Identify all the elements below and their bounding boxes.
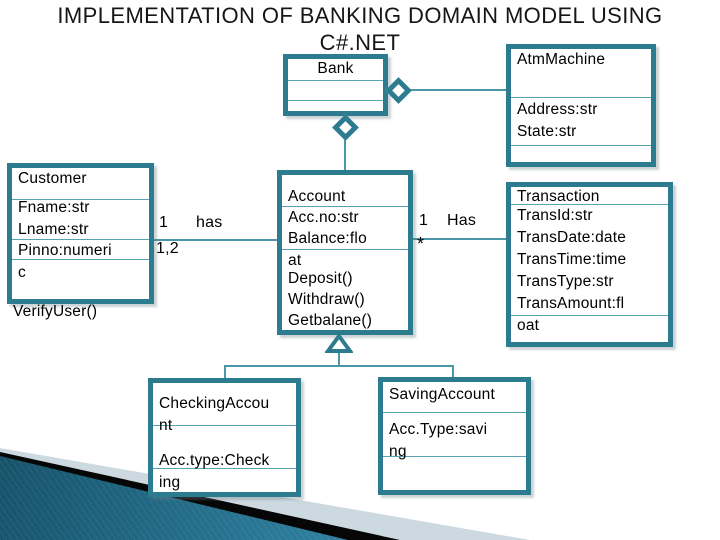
attribute-line: Balance:flo (288, 230, 367, 247)
compartment-divider (12, 199, 149, 200)
class-name-checkingaccount-line1: CheckingAccou (159, 395, 270, 412)
class-name-transaction: Transaction (517, 188, 600, 205)
attribute-line: TransType:str (517, 273, 614, 290)
connector-bank-account (344, 140, 346, 170)
attribute-line: c (18, 264, 26, 281)
attribute-line: TransId:str (517, 207, 593, 224)
association-label-Has: Has (447, 212, 477, 229)
attribute-line: oat (517, 317, 540, 334)
compartment-divider (288, 80, 383, 81)
attribute-line: Pinno:numeri (18, 242, 112, 259)
compartment-divider (282, 206, 408, 207)
class-box-transaction: Transaction TransId:str TransDate:date T… (506, 182, 673, 347)
attribute-line: Acc.no:str (288, 209, 359, 226)
compartment-divider (12, 239, 149, 240)
compartment-divider (511, 204, 668, 205)
class-box-atmmachine: AtmMachine Address:str State:str (506, 44, 656, 167)
attribute-line: Lname:str (18, 221, 89, 238)
connector-customer-account (154, 239, 277, 241)
compartment-divider (288, 100, 383, 101)
association-label-has: has (196, 214, 223, 231)
method-line: Getbalane() (288, 312, 373, 329)
class-name-customer: Customer (18, 170, 87, 187)
multiplicity-customer-side-top: 1 (159, 214, 169, 231)
aggregation-diamond-bank-account (332, 114, 359, 141)
class-name-atmmachine: AtmMachine (517, 51, 606, 68)
inheritance-triangle-icon (325, 333, 353, 353)
compartment-divider (511, 97, 651, 98)
attribute-line: Address:str (517, 101, 598, 118)
decorative-gray-wedge (0, 448, 530, 540)
attribute-line: TransDate:date (517, 229, 627, 246)
multiplicity-account-side-bottom: * (417, 234, 425, 254)
attribute-line: ng (389, 443, 407, 460)
method-line: Withdraw() (288, 291, 365, 308)
corner-decoration (0, 440, 720, 540)
slide-title-line2: C#.NET (319, 30, 401, 55)
multiplicity-account-side-top: 1 (419, 212, 429, 229)
aggregation-diamond-bank-atm (385, 77, 412, 104)
compartment-divider (282, 249, 408, 250)
connector-bank-atmmachine (408, 89, 506, 91)
compartment-divider (153, 425, 296, 426)
class-box-account: Account Acc.no:str Balance:flo at Deposi… (277, 170, 413, 335)
compartment-divider (383, 412, 526, 413)
attribute-line: TransAmount:fl (517, 295, 625, 312)
attribute-line: TransTime:time (517, 251, 627, 268)
compartment-divider (12, 259, 149, 260)
decorative-teal-wedge (0, 456, 348, 540)
attribute-line: ing (159, 474, 181, 491)
method-line: Deposit() (288, 270, 353, 287)
class-box-savingaccount: SavingAccount Acc.Type:savi ng (378, 377, 531, 495)
class-name-savingaccount: SavingAccount (389, 386, 495, 403)
connector-inheritance-right-drop (452, 366, 454, 377)
compartment-divider (511, 145, 651, 146)
attribute-line: Acc.type:Check (159, 452, 270, 469)
attribute-line: Fname:str (18, 199, 90, 216)
compartment-divider (511, 315, 668, 316)
attribute-line: State:str (517, 123, 577, 140)
class-box-checkingaccount: CheckingAccou nt Acc.type:Check ing (148, 378, 301, 497)
connector-inheritance-crossbar (224, 365, 454, 367)
class-name-account: Account (288, 188, 346, 205)
slide-title: IMPLEMENTATION OF BANKING DOMAIN MODEL U… (0, 2, 720, 56)
class-name-bank: Bank (317, 60, 354, 77)
connector-account-transaction (413, 238, 506, 240)
connector-inheritance-stem (338, 351, 340, 366)
attribute-line: at (288, 252, 302, 269)
decorative-black-wedge (0, 452, 400, 540)
multiplicity-customer-side-bottom: 1,2 (156, 240, 179, 257)
class-box-customer: Customer Fname:str Lname:str Pinno:numer… (7, 163, 154, 304)
class-box-bank: Bank (283, 54, 388, 116)
class-name-checkingaccount-line2: nt (159, 417, 173, 434)
connector-inheritance-left-drop (224, 366, 226, 378)
attribute-line: Acc.Type:savi (389, 421, 488, 438)
customer-method-verifyuser: VerifyUser() (13, 303, 98, 320)
slide-title-line1: IMPLEMENTATION OF BANKING DOMAIN MODEL U… (57, 3, 663, 28)
